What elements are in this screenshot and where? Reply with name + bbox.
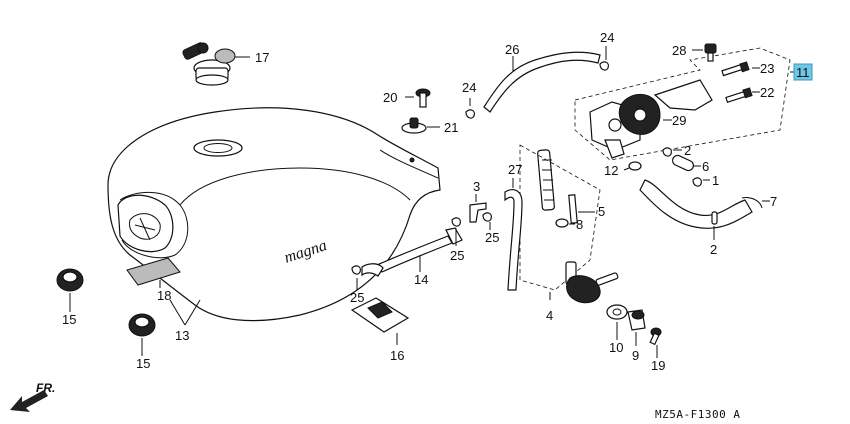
bolt-28[interactable]	[692, 43, 717, 62]
o-ring-8[interactable]	[555, 218, 575, 228]
clip-25-left[interactable]	[351, 265, 361, 290]
callout-5: 5	[598, 204, 605, 219]
callout-18: 18	[157, 288, 171, 303]
fuel-valve-4[interactable]	[519, 144, 619, 304]
callout-24-right: 24	[600, 30, 614, 45]
callout-21: 21	[444, 120, 458, 135]
screw-19[interactable]	[649, 327, 662, 358]
leader-13-a	[184, 299, 201, 326]
callout-11-highlight	[793, 63, 813, 81]
leader-13-b	[169, 299, 186, 326]
pad-18[interactable]	[126, 257, 181, 288]
diagram-code: MZ5A-F1300 A	[655, 408, 740, 421]
strainer-5[interactable]	[537, 149, 595, 224]
callout-8: 8	[576, 217, 583, 232]
callout-7: 7	[770, 194, 777, 209]
callout-28: 28	[672, 43, 686, 58]
callout-15-left: 15	[62, 312, 76, 327]
callout-10: 10	[609, 340, 623, 355]
tube-14[interactable]	[361, 227, 463, 277]
clip-24-right[interactable]	[599, 46, 609, 71]
cushion-21[interactable]	[401, 117, 440, 134]
breather-tube-26[interactable]	[483, 51, 601, 113]
clamp-1[interactable]	[692, 177, 710, 187]
callout-2-upper: 2	[684, 143, 691, 158]
clamp-2-upper[interactable]	[662, 147, 682, 157]
callout-4: 4	[546, 308, 553, 323]
callout-11: 11	[796, 65, 810, 80]
callout-29: 29	[672, 113, 686, 128]
callout-20: 20	[383, 90, 397, 105]
callout-1: 1	[712, 173, 719, 188]
front-direction-arrow	[10, 390, 48, 412]
bracket-16[interactable]	[350, 297, 410, 345]
callout-26: 26	[505, 42, 519, 57]
callout-15-right: 15	[136, 356, 150, 371]
clip-12[interactable]	[623, 161, 642, 171]
callout-17: 17	[255, 50, 269, 65]
bolt-20[interactable]	[405, 88, 431, 108]
hose-27[interactable]	[504, 178, 523, 291]
joint-3[interactable]	[469, 194, 487, 223]
callout-9: 9	[632, 348, 639, 363]
rubber-15-right[interactable]	[128, 313, 156, 356]
clip-24-upper[interactable]	[465, 98, 475, 119]
callout-24-upper: 24	[462, 80, 476, 95]
callout-12: 12	[604, 163, 618, 178]
front-label: FR.	[36, 381, 55, 395]
callout-22: 22	[760, 85, 774, 100]
callout-14: 14	[414, 272, 428, 287]
fuel-cap[interactable]	[182, 42, 250, 86]
clip-25-mid[interactable]	[482, 212, 492, 230]
callout-25-mid: 25	[485, 230, 499, 245]
joint-6[interactable]	[671, 154, 701, 172]
callout-27: 27	[508, 162, 522, 177]
callout-23: 23	[760, 61, 774, 76]
washer-10[interactable]	[606, 304, 628, 340]
callout-16: 16	[390, 348, 404, 363]
fuel-valve-assembly-11[interactable]	[574, 47, 795, 161]
callout-3: 3	[473, 179, 480, 194]
callout-6: 6	[702, 159, 709, 174]
clip-25-center[interactable]	[451, 217, 461, 246]
callout-25-left: 25	[350, 290, 364, 305]
callout-25-center: 25	[450, 248, 464, 263]
fuel-hose-7[interactable]	[639, 179, 770, 229]
callout-13: 13	[175, 328, 189, 343]
callout-19: 19	[651, 358, 665, 373]
clamp-2-lower[interactable]	[711, 211, 718, 240]
rubber-15-left[interactable]	[56, 268, 84, 312]
callout-2-lower: 2	[710, 242, 717, 257]
plug-9[interactable]	[627, 309, 646, 346]
